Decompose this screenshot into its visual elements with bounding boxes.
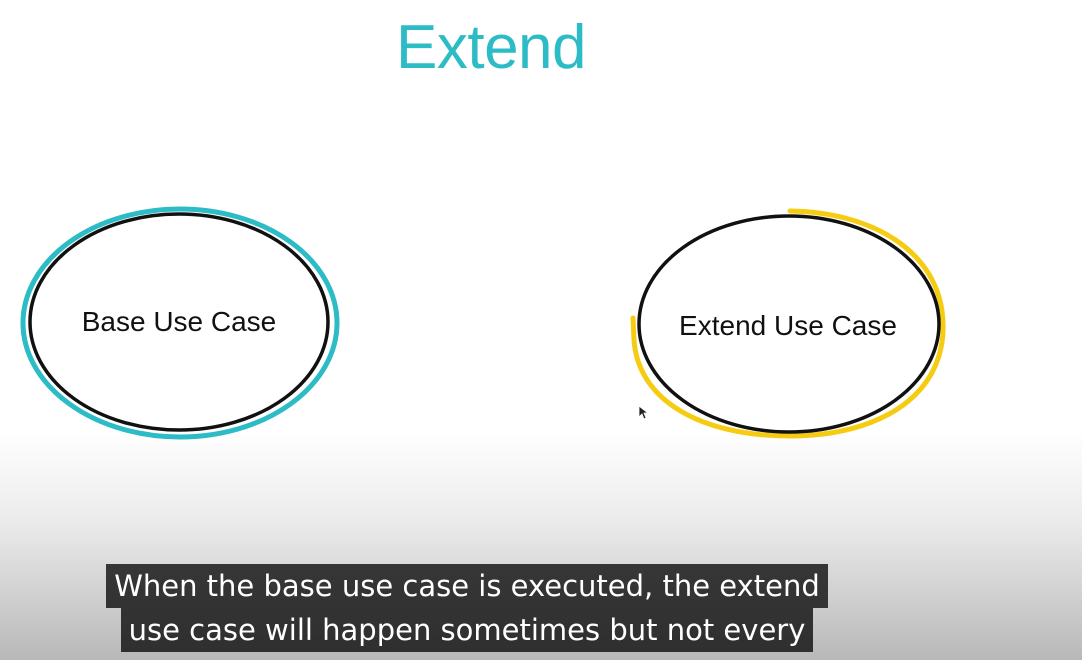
base-use-case-node: Base Use Case: [20, 206, 340, 440]
closed-captions: When the base use case is executed, the …: [0, 564, 934, 652]
base-use-case-highlight-ring: [20, 206, 340, 440]
caption-line-2: use case will happen sometimes but not e…: [120, 608, 814, 652]
extend-use-case-node: Extend Use Case: [630, 208, 946, 439]
extend-use-case-label: Extend Use Case: [679, 310, 897, 341]
mouse-cursor-icon: [638, 405, 650, 420]
base-use-case-ellipse: [28, 212, 330, 432]
extend-use-case-ellipse: [637, 214, 941, 434]
caption-line-1: When the base use case is executed, the …: [106, 564, 828, 608]
slide-title: Extend: [395, 13, 587, 82]
extend-use-case-highlight-arc: [630, 208, 946, 439]
base-use-case-label: Base Use Case: [82, 306, 277, 337]
